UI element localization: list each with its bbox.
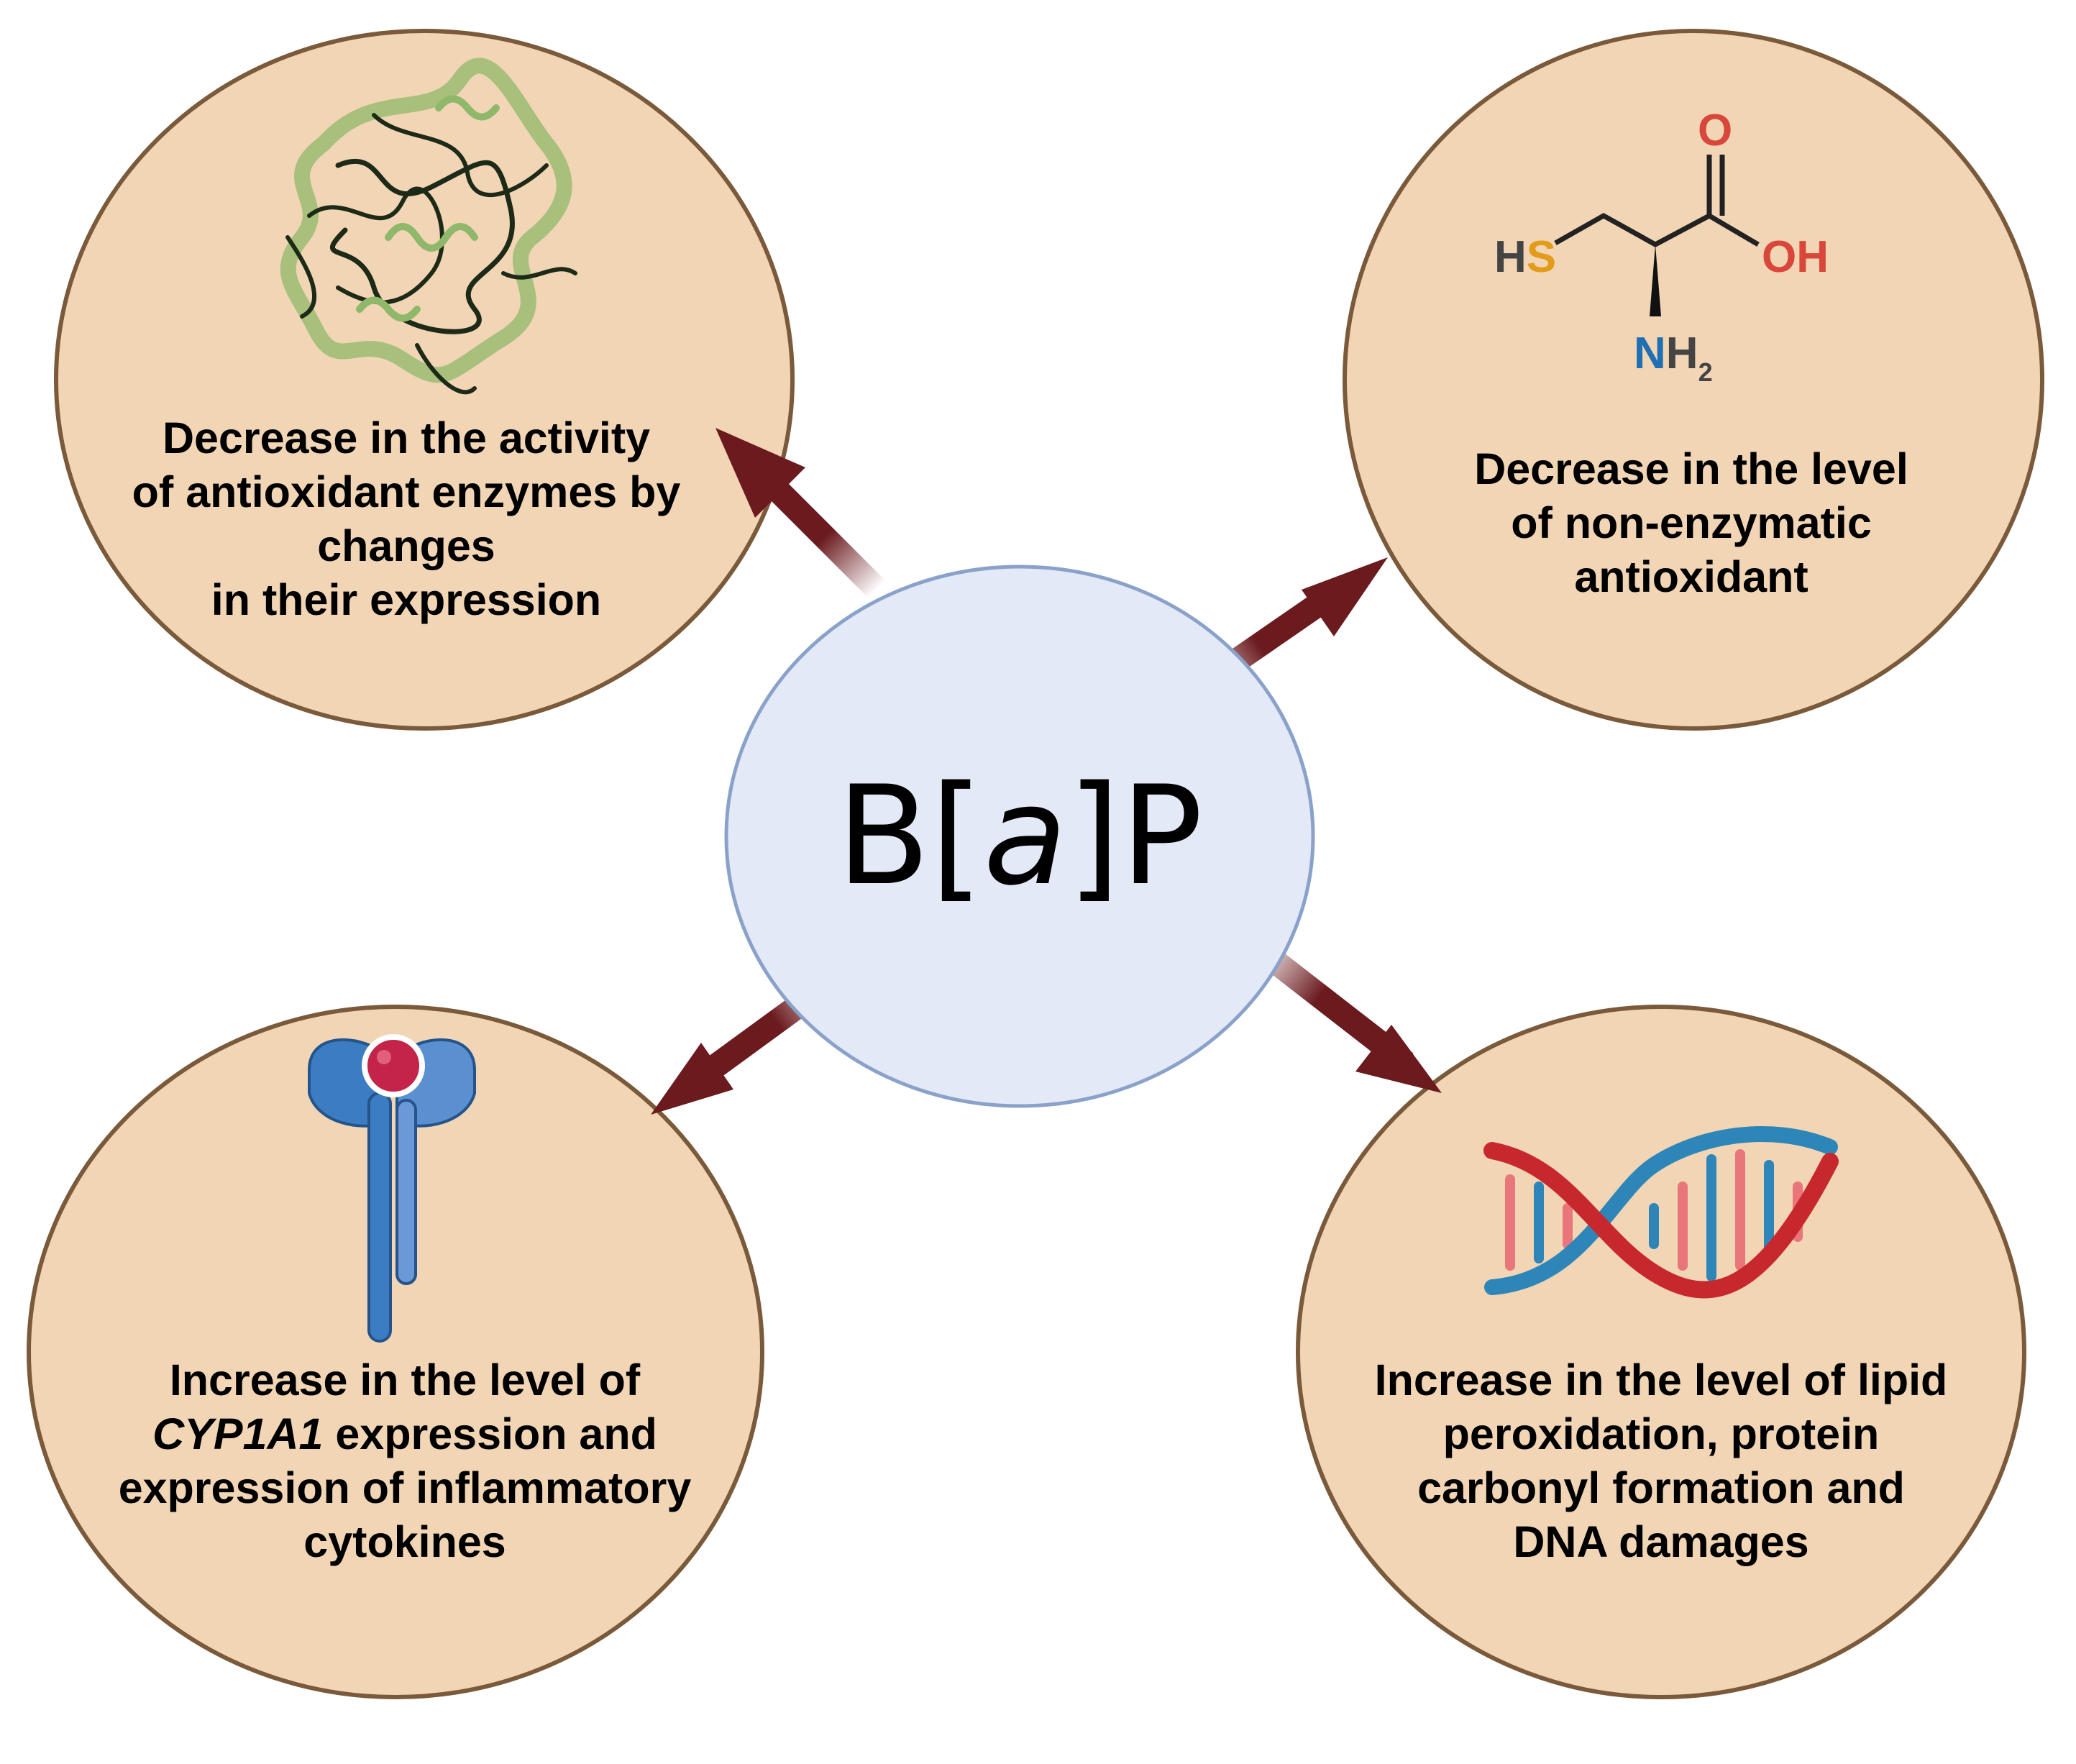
bottom-left-line-4: cytokines bbox=[303, 1517, 506, 1566]
center-label: B[a]P bbox=[836, 757, 1203, 915]
circle-top-right bbox=[1343, 29, 2044, 731]
cysteine-molecule-icon: O OH HS NH2 bbox=[1494, 106, 1829, 387]
arrow-top-left bbox=[715, 428, 887, 599]
text-bottom-right: Increase in the level of lipid peroxidat… bbox=[1375, 1356, 1948, 1566]
text-top-right: Decrease in the level of non-enzymatic a… bbox=[1474, 444, 1908, 601]
molecule-O: O bbox=[1698, 106, 1732, 155]
text-bottom-left: Increase in the level of CYP1A1 expressi… bbox=[119, 1356, 692, 1566]
bottom-right-line-1: Increase in the level of lipid bbox=[1375, 1356, 1948, 1404]
protein-structure-icon bbox=[280, 58, 577, 395]
top-left-line-1: Decrease in the activity bbox=[163, 413, 650, 462]
bottom-right-line-2: peroxidation, protein bbox=[1443, 1409, 1880, 1458]
top-right-line-1: Decrease in the level bbox=[1474, 444, 1908, 493]
top-left-line-2: of antioxidant enzymes by bbox=[132, 467, 681, 516]
bottom-left-line-3: expression of inflammatory bbox=[119, 1463, 692, 1512]
text-top-left: Decrease in the activity of antioxidant … bbox=[132, 413, 681, 624]
bottom-right-line-3: carbonyl formation and bbox=[1417, 1463, 1905, 1512]
center-circle bbox=[724, 565, 1315, 1108]
circle-bottom-left bbox=[27, 1005, 764, 1699]
top-left-line-4: in their expression bbox=[211, 575, 601, 624]
dna-helix-icon bbox=[1483, 1125, 1839, 1299]
top-right-line-3: antioxidant bbox=[1574, 552, 1808, 601]
top-left-line-3: changes bbox=[317, 521, 495, 570]
bottom-right-line-4: DNA damages bbox=[1513, 1517, 1809, 1566]
circle-bottom-right bbox=[1296, 1005, 2026, 1699]
molecule-HS: HS bbox=[1494, 232, 1556, 282]
molecule-NH2: NH2 bbox=[1634, 329, 1713, 387]
bottom-left-line-1: Increase in the level of bbox=[170, 1356, 641, 1404]
bottom-left-line-2: CYP1A1 expression and bbox=[152, 1409, 657, 1458]
top-right-line-2: of non-enzymatic bbox=[1511, 498, 1872, 547]
molecule-OH: OH bbox=[1762, 232, 1829, 282]
receptor-icon bbox=[308, 1034, 476, 1343]
arrow-bottom-right bbox=[1247, 936, 1442, 1093]
